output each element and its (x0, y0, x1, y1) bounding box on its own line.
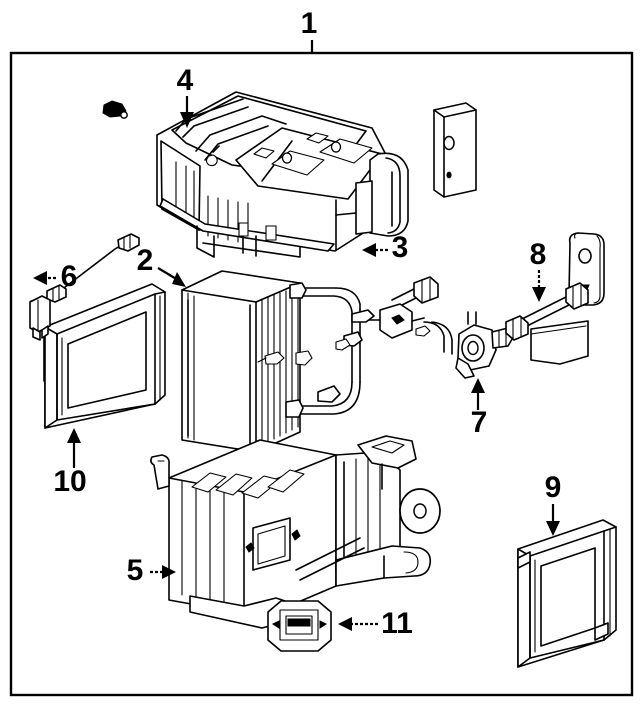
callout-leader-10 (67, 428, 81, 468)
callout-label-3: 3 (392, 231, 409, 264)
callout-leader-8 (532, 270, 546, 302)
fitting-bolt (505, 282, 589, 341)
refrigerant-tube-assembly (285, 276, 453, 418)
callout-leader-5 (150, 565, 176, 579)
callout-label-1: 1 (301, 7, 318, 40)
callout-label-7: 7 (471, 406, 488, 439)
callout-leader-4 (180, 96, 194, 128)
expansion-valve (455, 311, 515, 379)
callout-leader-6 (33, 271, 56, 285)
callout-label-8: 8 (530, 238, 547, 271)
assembly-boundary-frame (9, 51, 634, 697)
callout-leader-11 (338, 617, 378, 631)
callout-label-11: 11 (381, 607, 413, 640)
callout-label-5: 5 (127, 554, 144, 587)
callout-leader-2 (157, 267, 186, 287)
callout-leader-9 (546, 504, 560, 536)
callout-leader-7 (471, 378, 485, 410)
callout-label-6: 6 (61, 260, 78, 293)
evaporator-core (181, 270, 313, 453)
callout-label-2: 2 (137, 244, 154, 277)
heater-unit-case (156, 91, 409, 258)
insulator-pad (530, 320, 589, 365)
evaporator-case-seal (44, 283, 166, 429)
thermistor-sensor-harness (29, 233, 140, 382)
mounting-bracket-plate (433, 102, 477, 198)
callout-label-4: 4 (177, 64, 194, 97)
heater-core-seal (517, 519, 617, 668)
callout-label-9: 9 (545, 471, 562, 504)
callout-label-10: 10 (53, 465, 86, 498)
blower-motor-case (150, 435, 441, 629)
small-clip-part (102, 100, 128, 119)
blower-resistor (267, 600, 332, 652)
callout-leader-3 (362, 243, 388, 257)
